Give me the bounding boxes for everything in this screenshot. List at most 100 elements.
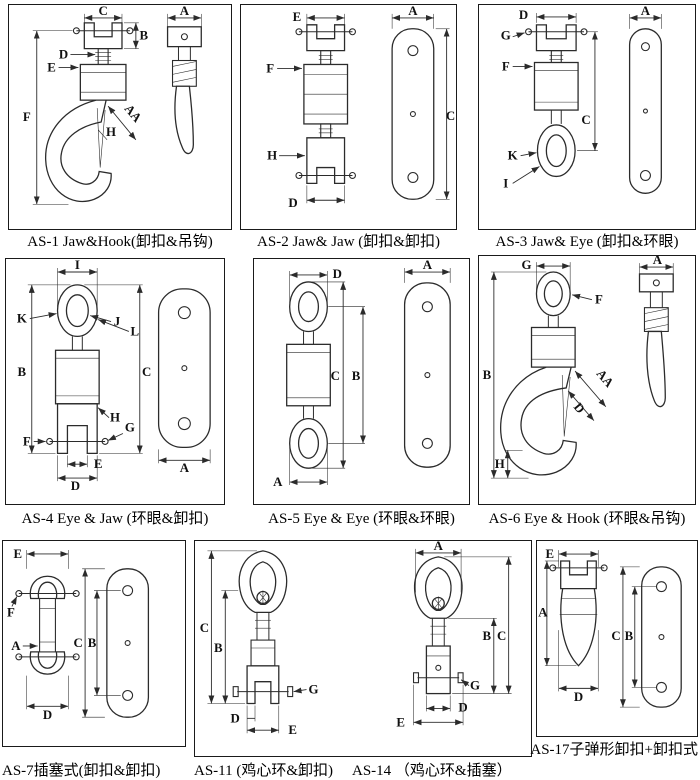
as4-dim-k: K (17, 312, 27, 326)
as3-dim-c: C (581, 113, 590, 127)
as6-dim-aa: AA (594, 367, 617, 391)
as3-dim-f: F (502, 59, 510, 73)
as17-labels: E A C B D (538, 547, 633, 704)
as3-drawing: D G F C K I A (501, 5, 662, 194)
as7-bottom-shackle (29, 651, 66, 675)
as3-side-view (628, 28, 662, 194)
as4-dim-a: A (180, 461, 190, 475)
as5-labels: D C B A A (273, 259, 433, 489)
as14-dim-d: D (458, 700, 467, 714)
as14-figure (412, 556, 464, 695)
as1-dim-h: H (106, 125, 116, 139)
as1-swivel-body (79, 63, 127, 101)
as4-dim-j: J (114, 315, 121, 329)
as6-dimension-lines (490, 262, 674, 479)
as7-side-view (106, 568, 150, 718)
as11-figure (232, 550, 294, 705)
as14-dim-c: C (497, 629, 506, 643)
as1-dim-d: D (59, 48, 68, 62)
as4-dim-g: G (125, 421, 135, 435)
as5-swivel-body (286, 343, 331, 407)
as1-safety-latch (96, 108, 106, 168)
panel-as17: E A C B D (536, 540, 698, 737)
as3-swivel-body (533, 61, 579, 111)
as17-top-jaw (560, 560, 597, 590)
as2-drawing: E A F H D C (266, 5, 455, 210)
as17-drawing: E A C B D (538, 547, 682, 708)
as6-dim-b: B (483, 368, 492, 382)
as1-dim-b: B (139, 29, 148, 43)
as7-figure (15, 575, 80, 675)
as7-dimension-lines (10, 550, 121, 718)
as17-dim-d: D (574, 690, 583, 704)
as1-side-view (166, 26, 202, 155)
panel-as4: I K J L B C H G F E D A (5, 258, 225, 505)
as11-labels: C B D G E (200, 621, 319, 737)
as5-side-view (403, 282, 451, 468)
as3-figure (525, 24, 588, 178)
panel-as2: E A F H D C (240, 4, 457, 230)
as3-dim-d: D (519, 8, 528, 22)
as1-dim-f: F (23, 110, 31, 124)
as1-dim-aa: AA (122, 102, 145, 126)
as3-top-jaw (535, 24, 577, 52)
as6-safety-latch (561, 375, 571, 437)
as17-side-view (641, 566, 682, 708)
as1-top-jaw (83, 22, 123, 50)
as4-figure (46, 284, 109, 454)
as1-drawing: C B D E F AA H A (23, 5, 202, 205)
as7-labels: E F A C B D (7, 547, 97, 722)
as17-bullet-body (560, 587, 597, 667)
as14-dim-a: A (434, 541, 444, 553)
as6-swivel-body (530, 326, 576, 368)
as2-dimension-lines (277, 13, 450, 204)
as17-dim-a: A (538, 605, 548, 619)
as2-bottom-jaw (306, 137, 346, 185)
as11-as14-drawing: C B D G E A B C G D E (200, 541, 512, 737)
as6-dim-a: A (653, 256, 663, 267)
caption-as11: AS-11 (鸡心环&卸扣) (194, 763, 334, 779)
as11-dim-e: E (288, 723, 297, 737)
as14-dim-e: E (396, 715, 405, 729)
as3-dim-k: K (508, 149, 518, 163)
as17-dim-e: E (546, 547, 555, 561)
as2-labels: E A F H D C (266, 5, 455, 210)
as3-dim-a: A (641, 5, 651, 18)
panel-as5: D C B A A (253, 258, 470, 505)
as7-dim-c: C (74, 636, 83, 650)
as1-figure (45, 22, 134, 203)
as11-bottom-jaw (246, 665, 280, 705)
as4-dim-e: E (94, 457, 103, 471)
as4-labels: I K J L B C H G F E D A (17, 259, 190, 493)
panel-as3: D G F C K I A (478, 4, 696, 230)
as6-side-view (638, 273, 674, 408)
as4-bottom-jaw (56, 403, 98, 454)
as6-dim-h: H (495, 457, 505, 471)
as1-dim-a: A (180, 5, 190, 18)
as4-dim-b: B (18, 365, 27, 379)
as14-labels: A B C G D E (396, 541, 506, 729)
caption-as3: AS-3 Jaw& Eye (卸扣&环眼) (495, 234, 679, 250)
as3-labels: D G F C K I A (501, 5, 651, 190)
as5-figure (286, 281, 331, 469)
as6-drawing: G F AA D B H A (483, 256, 674, 479)
as5-dim-a-bottom: A (273, 475, 283, 489)
as4-dim-i: I (75, 259, 80, 272)
as17-dim-b: B (625, 629, 634, 643)
as2-dim-a: A (408, 5, 418, 18)
as11-dimension-lines (207, 550, 307, 734)
caption-as14: AS-14 （鸡心环&插塞） (352, 763, 512, 779)
as2-dim-f: F (266, 61, 274, 75)
as5-dimension-lines (289, 268, 451, 486)
as4-drawing: I K J L B C H G F E D A (17, 259, 211, 493)
as3-dim-i: I (503, 176, 508, 190)
panel-as11-as14: C B D G E A B C G D E (194, 540, 532, 757)
as17-dim-c: C (611, 629, 620, 643)
as1-dim-c: C (98, 5, 107, 18)
as11-dim-g: G (308, 683, 318, 697)
as7-plug-body (39, 597, 56, 653)
as7-dim-f: F (7, 605, 15, 619)
as1-dim-e: E (47, 60, 56, 74)
as7-drawing: E F A C B D (7, 547, 150, 722)
as6-hook (500, 366, 577, 476)
